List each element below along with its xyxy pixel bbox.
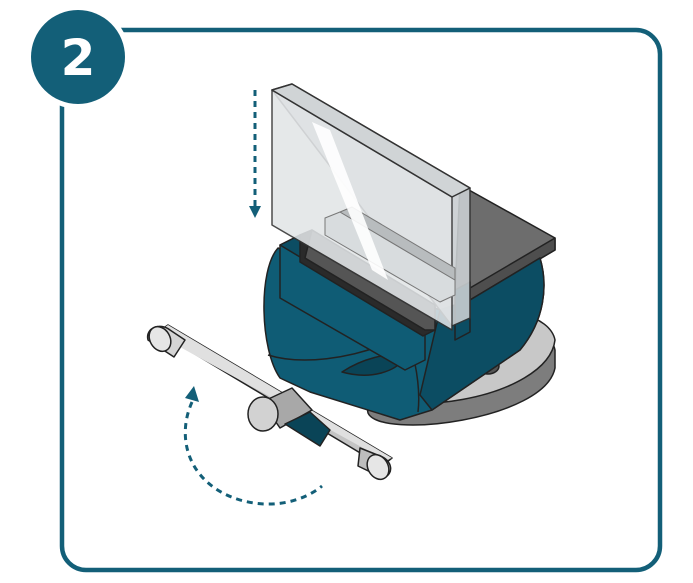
vise-handle — [146, 324, 393, 481]
screw-boss — [247, 396, 279, 432]
dashed-rotate-arrow-icon — [183, 386, 323, 506]
handle-left-cap — [148, 325, 172, 353]
step-badge: 2 — [26, 5, 130, 109]
glass-workpiece — [271, 83, 471, 331]
handle-right-cap — [366, 453, 390, 481]
dashed-down-arrow-icon — [249, 90, 261, 218]
step-number: 2 — [61, 29, 96, 87]
